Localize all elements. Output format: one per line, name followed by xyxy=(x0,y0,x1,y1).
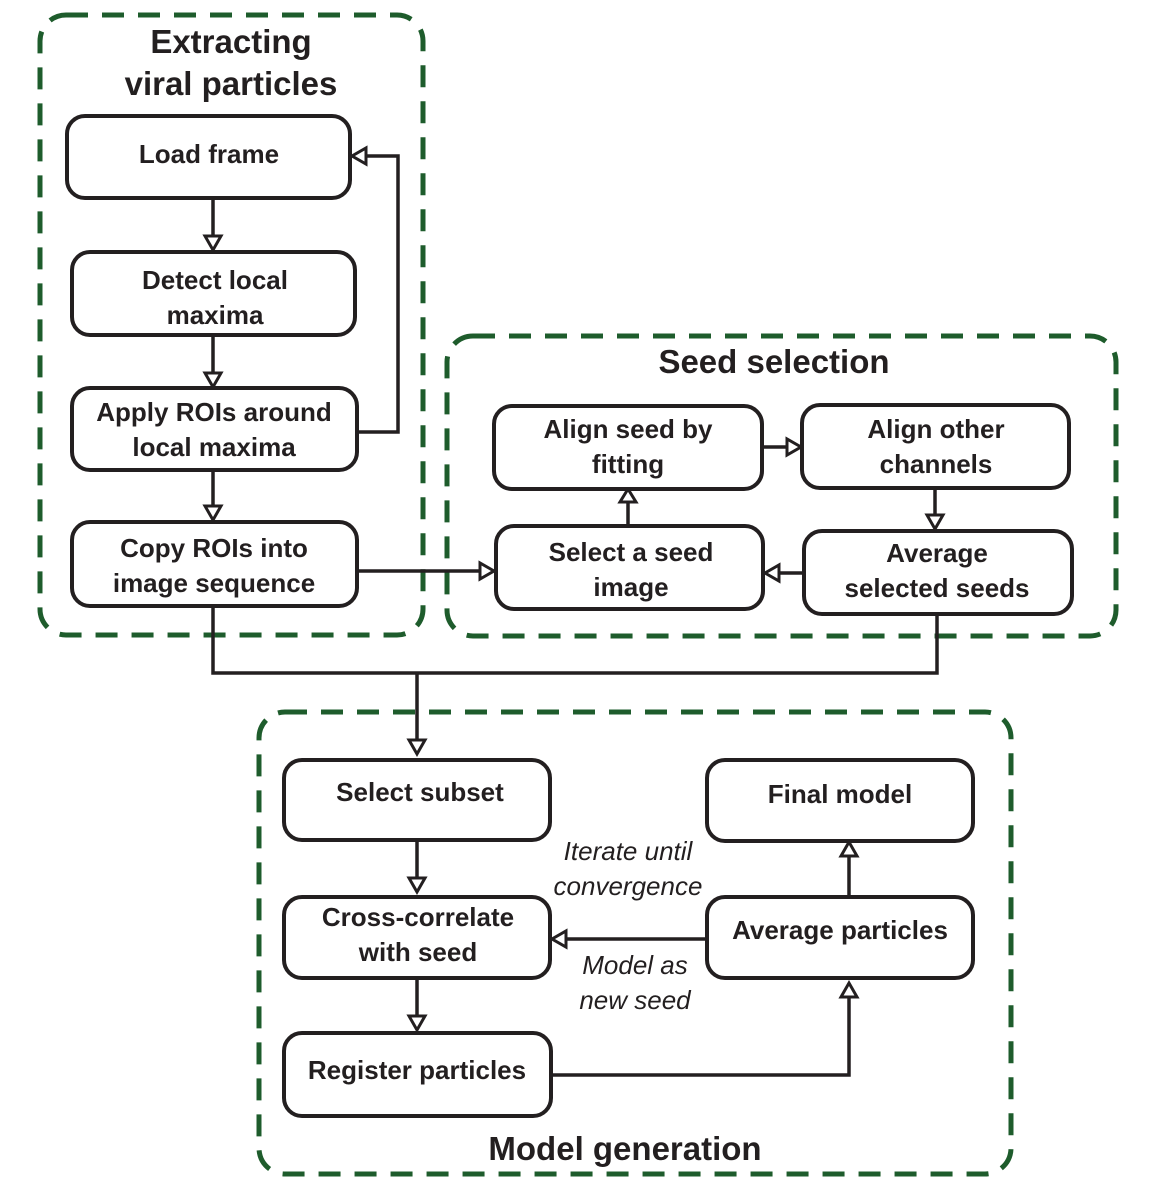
node-align-channels[interactable]: Align other channels xyxy=(800,403,1071,490)
node-align-seed-label-1: Align seed by xyxy=(543,414,713,444)
edge-apply-load-loop xyxy=(357,154,400,434)
node-align-seed-label-2: fitting xyxy=(592,449,664,479)
annotation-iterate-1: Iterate until xyxy=(564,836,694,866)
node-align-channels-label-1: Align other xyxy=(867,414,1004,444)
annotation-model-seed-2: new seed xyxy=(579,985,692,1015)
group-model-title: Model generation xyxy=(488,1130,761,1167)
group-model-border xyxy=(256,709,1014,1177)
node-select-subset-label: Select subset xyxy=(336,777,504,807)
arrowhead-right-selectseed xyxy=(478,560,498,582)
edge-copy-merge xyxy=(211,606,939,675)
node-align-channels-label-2: channels xyxy=(880,449,993,479)
edge-register-avgparticles xyxy=(551,995,851,1077)
arrowhead-down-avgseeds xyxy=(924,513,946,533)
node-detect-maxima[interactable]: Detect local maxima xyxy=(70,250,357,337)
node-apply-rois-label-1: Apply ROIs around xyxy=(96,397,331,427)
arrowhead-left-crosscorr xyxy=(548,928,568,950)
arrowhead-left-load xyxy=(348,145,368,167)
group-seed-title: Seed selection xyxy=(658,343,889,380)
node-cross-correlate[interactable]: Cross-correlate with seed xyxy=(282,895,552,980)
node-copy-rois-label-1: Copy ROIs into xyxy=(120,533,308,563)
node-load-frame-label: Load frame xyxy=(139,139,279,169)
node-average-seeds[interactable]: Average selected seeds xyxy=(802,529,1074,616)
node-apply-rois-label-2: local maxima xyxy=(132,432,296,462)
node-register-particles[interactable]: Register particles xyxy=(282,1031,553,1118)
arrowhead-up-final xyxy=(838,838,860,858)
annotation-iterate-2: convergence xyxy=(554,871,703,901)
arrowhead-down-detect xyxy=(202,234,224,254)
group-seed-border xyxy=(444,333,1119,639)
arrowhead-down-apply xyxy=(202,371,224,391)
node-align-seed[interactable]: Align seed by fitting xyxy=(492,404,764,491)
arrowheads xyxy=(202,145,946,1034)
node-cross-correlate-label-2: with seed xyxy=(358,937,477,967)
node-select-seed-label-2: image xyxy=(593,572,668,602)
arrowhead-down-crosscorr xyxy=(406,876,428,896)
node-average-particles[interactable]: Average particles xyxy=(705,895,975,980)
arrowhead-up-alignseed xyxy=(617,486,639,504)
annotation-model-seed-1: Model as xyxy=(582,950,688,980)
node-select-subset[interactable]: Select subset xyxy=(282,758,552,842)
node-detect-maxima-label-2: maxima xyxy=(167,300,264,330)
arrowhead-down-copy xyxy=(202,504,224,524)
node-select-seed[interactable]: Select a seed image xyxy=(494,524,765,611)
node-average-seeds-label-2: selected seeds xyxy=(844,573,1029,603)
arrowhead-down-subset xyxy=(406,738,428,758)
arrowhead-down-register xyxy=(406,1014,428,1034)
node-final-model-label: Final model xyxy=(768,779,912,809)
node-select-seed-label-1: Select a seed xyxy=(549,537,714,567)
group-extracting-border xyxy=(37,12,426,638)
arrowhead-up-avgparticles xyxy=(838,979,860,999)
arrowhead-left-selectseed xyxy=(761,562,781,584)
node-final-model[interactable]: Final model xyxy=(705,758,975,843)
node-average-particles-label: Average particles xyxy=(732,915,948,945)
node-copy-rois-label-2: image sequence xyxy=(113,568,315,598)
group-extracting-title-2: viral particles xyxy=(125,65,338,102)
node-register-particles-label: Register particles xyxy=(308,1055,526,1085)
connectors xyxy=(211,154,939,1077)
node-detect-maxima-label-1: Detect local xyxy=(142,265,288,295)
node-copy-rois[interactable]: Copy ROIs into image sequence xyxy=(70,520,359,608)
arrowhead-right-aligncha xyxy=(785,436,805,458)
node-apply-rois[interactable]: Apply ROIs around local maxima xyxy=(70,386,359,472)
group-extracting-title-1: Extracting xyxy=(150,23,311,60)
node-average-seeds-label-1: Average xyxy=(886,538,988,568)
node-load-frame[interactable]: Load frame xyxy=(65,114,352,200)
node-cross-correlate-label-1: Cross-correlate xyxy=(322,902,514,932)
